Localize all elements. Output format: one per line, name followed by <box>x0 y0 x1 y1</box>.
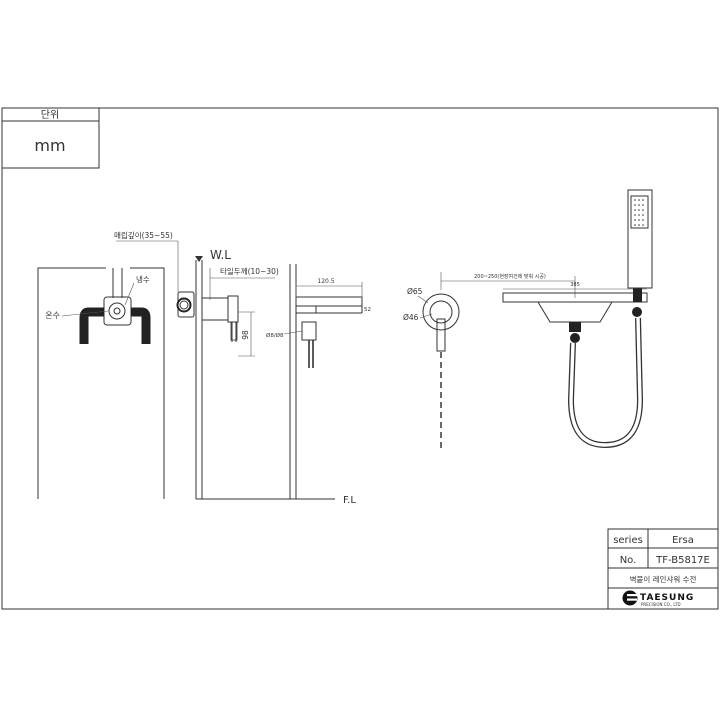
side-view: 매립깊이(35~55) W.L 타일두께(10~30) 98 <box>114 230 279 499</box>
water-level-marker <box>195 256 203 262</box>
dim-385: 385 <box>570 282 580 288</box>
series-value: Ersa <box>672 535 694 546</box>
shower-side-view: 120.5 52 Ø8/Ø8 <box>266 264 371 499</box>
dim-98: 98 <box>241 330 250 340</box>
series-label: series <box>613 535 643 546</box>
unit-header: 단위 <box>41 108 59 121</box>
tile-thickness-label: 타일두께(10~30) <box>220 267 279 276</box>
floor-level: F.L <box>196 495 356 506</box>
title-block: series Ersa No. TF-B5817E 벽붙이 레인샤워 수전 TA… <box>607 528 719 610</box>
dim-small: Ø8/Ø8 <box>266 332 284 339</box>
unit-box: 단위 mm <box>1 107 100 169</box>
dim-d65: Ø65 <box>407 287 423 296</box>
rain-shower-front-view: 200~250(현장여건에 맞춰 시공) 385 <box>441 189 653 449</box>
dim-120-5: 120.5 <box>317 278 334 285</box>
no-label: No. <box>620 555 637 566</box>
brand-name: TAESUNG <box>640 593 694 603</box>
dim-52: 52 <box>364 307 371 313</box>
unit-value: mm <box>34 136 65 155</box>
floor-level-label: F.L <box>343 495 356 506</box>
water-level-label: W.L <box>210 248 231 262</box>
product-name: 벽붙이 레인샤워 수전 <box>630 574 697 584</box>
cold-water-label: 냉수 <box>136 274 150 284</box>
burial-depth-label: 매립깊이(35~55) <box>114 230 173 240</box>
shower-nozzle-grid <box>634 199 644 226</box>
drawing-frame <box>1 107 719 610</box>
no-value: TF-B5817E <box>655 555 710 566</box>
front-view: 온수 냉수 <box>37 267 165 499</box>
dim-offset: 200~250(현장여건에 맞춰 시공) <box>474 273 546 280</box>
hot-water-label: 온수 <box>45 311 60 320</box>
brand-logo: TAESUNG PRECISION CO., LTD <box>622 590 694 607</box>
handle-front-view: Ø65 Ø46 <box>403 272 460 452</box>
dim-d46: Ø46 <box>403 313 419 322</box>
brand-subtitle: PRECISION CO., LTD <box>641 602 681 607</box>
